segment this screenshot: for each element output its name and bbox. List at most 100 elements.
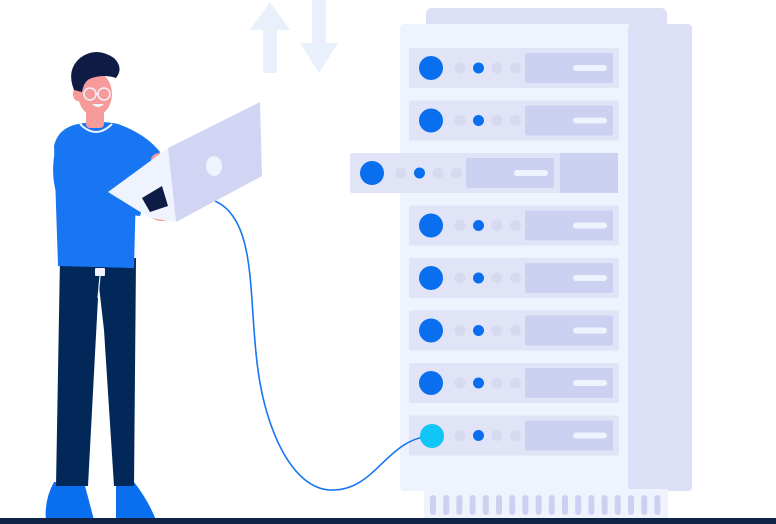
- rack-vent: [496, 495, 502, 515]
- drawer-led: [510, 430, 521, 441]
- drawer-slot: [573, 432, 607, 439]
- server-drawer: [409, 363, 619, 403]
- shirt-collar: [79, 123, 113, 133]
- server-drawer: [409, 258, 619, 298]
- drawer-led: [491, 325, 503, 336]
- drawer-led: [491, 377, 503, 389]
- drawer-led: [454, 220, 466, 231]
- drawer-panel: [525, 368, 613, 398]
- drawer-led-active: [473, 272, 484, 284]
- laptop-keyboard: [142, 186, 168, 212]
- drawer-led: [510, 325, 521, 336]
- drawer-led: [432, 167, 444, 179]
- rack-vent: [430, 495, 436, 515]
- drawer-led: [395, 167, 407, 179]
- up-arrow: [250, 2, 290, 73]
- rack-vent: [641, 495, 648, 515]
- rack-vent: [456, 495, 463, 515]
- drawer-panel: [525, 420, 613, 451]
- rack-vent: [654, 495, 661, 515]
- down-arrow: [300, 0, 338, 73]
- drawer-slot: [573, 65, 607, 71]
- drawer-slot: [573, 327, 607, 334]
- drawer-slot: [573, 275, 607, 281]
- drawer-panel: [525, 105, 613, 136]
- drawer-panel: [466, 158, 554, 188]
- laptop-icon: [108, 102, 262, 222]
- belt-buckle: [95, 268, 105, 276]
- drawer-led: [451, 167, 462, 179]
- left-shoe: [45, 482, 94, 520]
- glasses-icon: [83, 87, 111, 101]
- drawer-panel: [525, 210, 613, 241]
- drawer-led: [491, 115, 503, 126]
- rack-drawers: [350, 48, 619, 456]
- pants-seam: [97, 275, 101, 299]
- server-drawer: [409, 48, 619, 88]
- drawer-led: [510, 272, 521, 284]
- drawer-led-active: [473, 325, 484, 336]
- drawer-led: [454, 272, 466, 284]
- drawer-led-active: [473, 430, 484, 441]
- rack-vent: [443, 495, 450, 515]
- server-drawer: [350, 153, 618, 193]
- drawer-power-button: [419, 371, 443, 395]
- drawer-power-button: [419, 108, 443, 133]
- drawer-led: [510, 115, 521, 126]
- rack-vent: [628, 495, 634, 515]
- drawer-led: [491, 220, 503, 231]
- drawer-side-shadow: [560, 153, 618, 193]
- drawer-led: [491, 272, 503, 284]
- drawer-led: [454, 325, 466, 336]
- drawer-led: [454, 62, 466, 74]
- smile: [92, 104, 104, 107]
- rack-vent: [548, 495, 555, 515]
- server-drawer: [409, 415, 619, 456]
- server-drawer: [409, 100, 619, 141]
- network-cable: [214, 200, 433, 491]
- drawer-slot: [573, 380, 607, 386]
- rack-vent: [614, 495, 621, 515]
- drawer-slot: [573, 222, 607, 229]
- drawer-led: [491, 430, 503, 441]
- up-down-arrows-icon: [250, 0, 338, 73]
- rack-vent: [522, 495, 529, 515]
- drawer-led: [510, 62, 521, 74]
- drawer-led-active: [473, 115, 484, 126]
- drawer-led-active: [473, 220, 484, 231]
- right-shoe: [116, 482, 156, 520]
- drawer-power-button: [419, 266, 443, 290]
- left-leg: [56, 258, 100, 486]
- drawer-led: [510, 220, 521, 231]
- head: [78, 72, 112, 116]
- drawer-led-active: [473, 62, 484, 74]
- rack-vent: [469, 495, 476, 515]
- drawer-led: [454, 377, 466, 389]
- laptop-logo: [206, 156, 222, 176]
- rack-vent: [535, 495, 542, 515]
- drawer-power-button: [419, 56, 443, 80]
- drawer-led-active: [473, 377, 484, 389]
- rack-side-panel: [628, 24, 692, 491]
- server-drawer: [409, 205, 619, 246]
- right-leg: [96, 258, 136, 486]
- rack-base: [424, 489, 668, 519]
- drawer-panel: [525, 263, 613, 293]
- rack-vent: [601, 495, 608, 515]
- drawer-power-button: [360, 161, 384, 185]
- drawer-led-active: [414, 167, 425, 179]
- drawer-led: [454, 430, 466, 441]
- drawer-slot: [514, 170, 548, 176]
- drawer-panel: [525, 53, 613, 83]
- hair: [71, 52, 120, 92]
- rack-vent: [575, 495, 582, 515]
- rack-vent: [509, 495, 516, 515]
- server-rack-icon: [350, 8, 692, 519]
- drawer-led: [491, 62, 503, 74]
- rack-vent: [562, 495, 568, 515]
- drawer-power-button: [419, 318, 443, 343]
- ground-line: [0, 518, 776, 524]
- cable-port-connected: [420, 424, 444, 448]
